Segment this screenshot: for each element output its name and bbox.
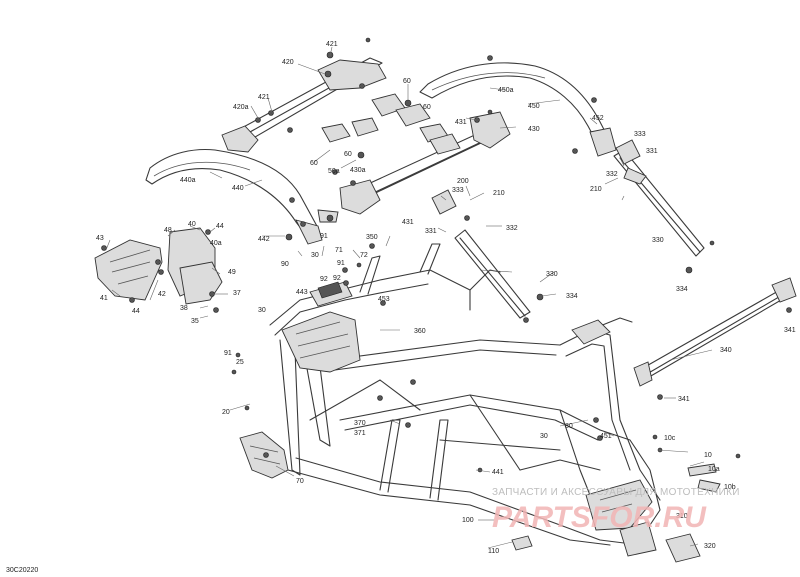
callout-label: 330 bbox=[546, 271, 558, 278]
callout-label: 320 bbox=[704, 543, 716, 550]
callout-label: 50a bbox=[328, 168, 340, 175]
callout-label: 331 bbox=[646, 148, 658, 155]
callout-label: 91 bbox=[320, 233, 328, 240]
callout-label: 440 bbox=[232, 185, 244, 192]
callout-label: 331 bbox=[425, 228, 437, 235]
callout-label: 310 bbox=[676, 513, 688, 520]
callout-label: 100 bbox=[462, 517, 474, 524]
support-bar-330-right bbox=[613, 139, 715, 274]
callout-label: 421 bbox=[326, 41, 338, 48]
callout-label: 10a bbox=[708, 466, 720, 473]
callout-label: 80 bbox=[565, 423, 573, 430]
watermark-caption: ЗАПЧАСТИ И АКСЕССУАРЫ ДЛЯ МОТОТЕХНИКИ bbox=[492, 487, 740, 498]
callout-label: 72 bbox=[360, 252, 368, 259]
callout-label: 333 bbox=[634, 131, 646, 138]
bracket-60-group bbox=[321, 93, 461, 175]
diagram-reference-code: 30C20220 bbox=[6, 567, 38, 574]
callout-label: 60 bbox=[423, 104, 431, 111]
callout-label: 90 bbox=[281, 261, 289, 268]
watermark-brand: PARTSFOR.RU bbox=[492, 501, 707, 534]
callout-label: 332 bbox=[506, 225, 518, 232]
roof-bar-440 bbox=[145, 149, 339, 245]
callout-label: 10c bbox=[664, 435, 676, 442]
callout-label: 91 bbox=[224, 350, 232, 357]
callout-label: 341 bbox=[678, 396, 690, 403]
callout-label: 92 bbox=[320, 276, 328, 283]
callout-label: 371 bbox=[354, 430, 366, 437]
callout-label: 334 bbox=[566, 293, 578, 300]
callout-label: 441 bbox=[492, 469, 504, 476]
callout-label: 334 bbox=[676, 286, 688, 293]
callout-label: 451 bbox=[600, 433, 612, 440]
seat-belt-mount-40 bbox=[94, 227, 223, 313]
callout-label: 70 bbox=[296, 478, 304, 485]
callout-label: 49 bbox=[228, 269, 236, 276]
leader-lines bbox=[105, 46, 713, 549]
callout-label: 330 bbox=[652, 237, 664, 244]
callout-label: 44 bbox=[216, 223, 224, 230]
callout-label: 431 bbox=[402, 219, 414, 226]
bracket-70 bbox=[239, 431, 289, 479]
callout-label: 442 bbox=[258, 236, 270, 243]
small-parts-bottom-right bbox=[511, 447, 741, 563]
callout-label: 420 bbox=[282, 59, 294, 66]
callout-label: 333 bbox=[452, 187, 464, 194]
callout-label: 210 bbox=[590, 186, 602, 193]
callout-label: 30 bbox=[311, 252, 319, 259]
callout-label: 44 bbox=[132, 308, 140, 315]
callout-label: 92 bbox=[333, 275, 341, 282]
callout-label: 60 bbox=[344, 151, 352, 158]
callout-label: 43 bbox=[96, 235, 104, 242]
callout-label: 110 bbox=[488, 548, 499, 555]
callout-label: 332 bbox=[606, 171, 618, 178]
roof-bar-450 bbox=[419, 55, 617, 157]
callout-label: 452 bbox=[592, 115, 604, 122]
callout-label: 91 bbox=[337, 260, 345, 267]
callout-label: 341 bbox=[784, 327, 796, 334]
callout-label: 350 bbox=[366, 234, 378, 241]
callout-label: 420a bbox=[233, 104, 249, 111]
watermark: ЗАПЧАСТИ И АКСЕССУАРЫ ДЛЯ МОТОТЕХНИКИ PA… bbox=[492, 487, 740, 534]
callout-label: 210 bbox=[493, 190, 505, 197]
callout-label: 360 bbox=[414, 328, 426, 335]
support-bar-330-center bbox=[431, 189, 544, 323]
callout-label: 421 bbox=[258, 94, 270, 101]
callout-labels: 421 420 421 420a 60 60 450a 450 452 431 … bbox=[96, 41, 796, 555]
roof-bar-420 bbox=[221, 37, 387, 203]
callout-label: 20 bbox=[222, 409, 230, 416]
callout-label: 431 bbox=[455, 119, 467, 126]
callout-label: 453 bbox=[378, 296, 390, 303]
callout-label: 60 bbox=[403, 78, 411, 85]
callout-label: 340 bbox=[720, 347, 732, 354]
callout-label: 30 bbox=[540, 433, 548, 440]
callout-label: 450 bbox=[528, 103, 540, 110]
callout-label: 370 bbox=[354, 420, 366, 427]
callout-label: 35 bbox=[191, 318, 199, 325]
callout-label: 200 bbox=[457, 178, 469, 185]
callout-label: 37 bbox=[233, 290, 241, 297]
callout-label: 71 bbox=[335, 247, 343, 254]
callout-label: 60 bbox=[310, 160, 318, 167]
callout-label: 48 bbox=[164, 227, 172, 234]
roof-bar-430 bbox=[339, 109, 511, 215]
callout-label: 38 bbox=[180, 305, 188, 312]
callout-label: 42 bbox=[158, 291, 166, 298]
callout-label: 10 bbox=[704, 452, 712, 459]
callout-label: 25 bbox=[236, 359, 244, 366]
callout-label: 40 bbox=[188, 221, 196, 228]
callout-label: 450a bbox=[498, 87, 514, 94]
callout-label: 443 bbox=[296, 289, 308, 296]
callout-label: 41 bbox=[100, 295, 108, 302]
callout-label: 430 bbox=[528, 126, 540, 133]
callout-label: 440a bbox=[180, 177, 196, 184]
callout-label: 430a bbox=[350, 167, 366, 174]
callout-label: 10b bbox=[724, 484, 736, 491]
callout-label: 40a bbox=[210, 240, 222, 247]
side-bar-340 bbox=[633, 277, 797, 400]
callout-label: 30 bbox=[258, 307, 266, 314]
